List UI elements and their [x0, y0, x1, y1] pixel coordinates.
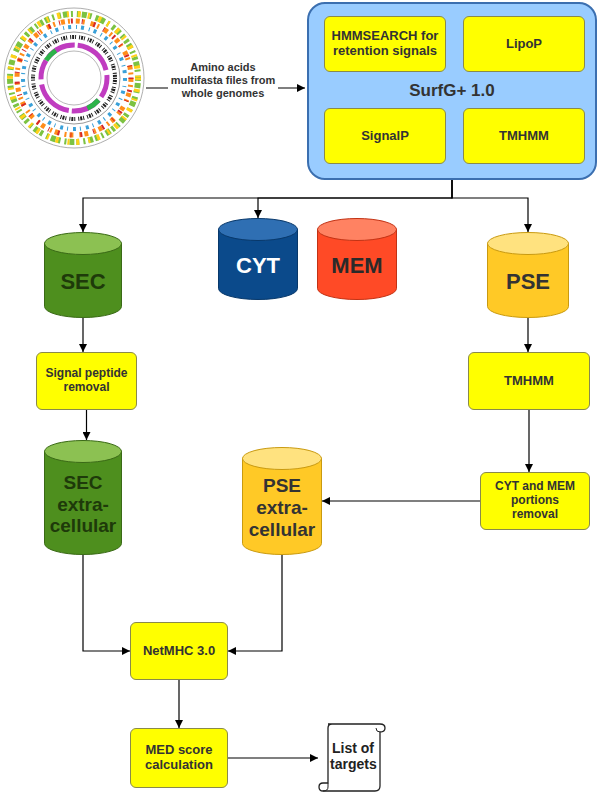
flow-arrow — [527, 318, 528, 352]
arrow-label: Amino acids multifasta files from whole … — [168, 61, 278, 100]
node-label: SEC — [60, 269, 105, 294]
group-title: SurfG+ 1.0 — [409, 81, 495, 101]
flow-arrow — [322, 500, 480, 501]
node-label: MEM — [331, 253, 382, 278]
node-label: LipoP — [506, 37, 542, 52]
database-cylinder: SEC — [44, 232, 122, 318]
node-label: MED score calculation — [137, 743, 221, 773]
process-box: TMHMM — [463, 108, 585, 164]
process-box: HMMSEARCH for retention signals — [324, 16, 446, 72]
process-box: TMHMM — [468, 352, 590, 410]
node-label: TMHMM — [504, 374, 554, 389]
database-cylinder: MEM — [317, 218, 397, 300]
flow-arrow — [86, 410, 87, 440]
flow-arrow — [258, 180, 452, 218]
process-box: NetMHC 3.0 — [130, 622, 228, 680]
process-box: SignalP — [324, 108, 446, 164]
database-cylinder: CYT — [218, 218, 298, 300]
node-label: NetMHC 3.0 — [143, 644, 215, 659]
flow-arrow — [452, 180, 528, 232]
node-label: PSE extra-cellular — [245, 475, 319, 541]
output-scroll: List of targets — [318, 720, 386, 792]
database-cylinder: PSE extra-cellular — [242, 447, 322, 555]
node-label: HMMSEARCH for retention signals — [331, 29, 439, 59]
process-box: MED score calculation — [130, 728, 228, 788]
flow-arrow — [178, 680, 179, 728]
node-label: TMHMM — [499, 129, 549, 144]
flow-arrow — [228, 555, 282, 651]
database-cylinder: PSE — [487, 232, 569, 318]
node-label: Signal peptide removal — [43, 367, 130, 395]
database-cylinder: SEC extra-cellular — [44, 440, 122, 555]
node-label: List of targets — [330, 740, 376, 772]
node-label: PSE — [506, 269, 550, 294]
tool-group: SurfG+ 1.0 HMMSEARCH for retention signal… — [307, 2, 597, 180]
process-box: Signal peptide removal — [36, 352, 137, 410]
flow-arrow — [228, 757, 318, 758]
process-box: LipoP — [463, 16, 585, 72]
node-label: CYT and MEM portions removal — [487, 480, 583, 521]
flow-arrow — [82, 318, 83, 352]
flow-arrow — [83, 555, 130, 651]
node-label: CYT — [236, 253, 280, 278]
genome-map — [4, 8, 144, 148]
process-box: CYT and MEM portions removal — [480, 472, 590, 530]
node-label: SignalP — [361, 129, 409, 144]
flow-arrow — [528, 410, 529, 472]
node-label: SEC extra-cellular — [47, 472, 119, 538]
